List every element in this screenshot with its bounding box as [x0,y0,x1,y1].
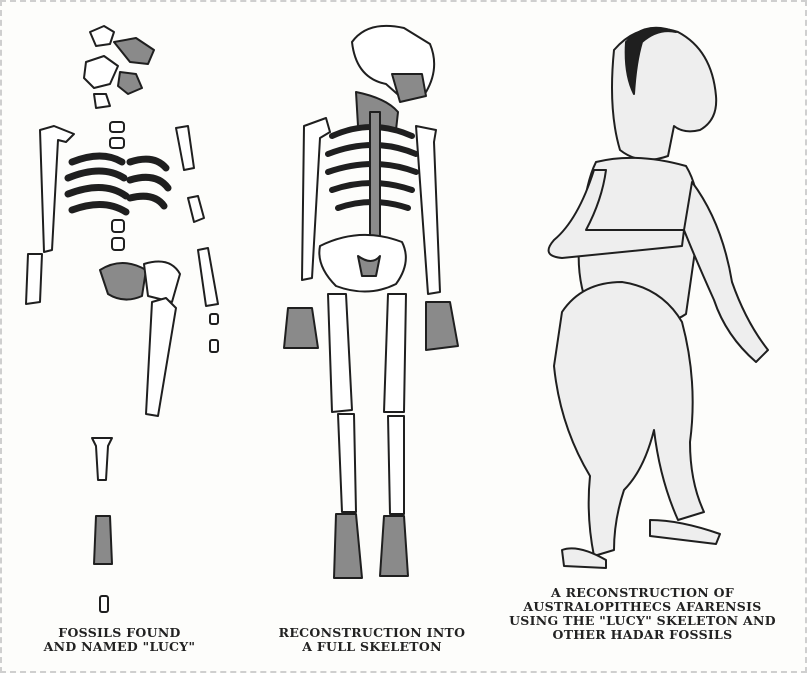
fossil-skull-fragments [84,26,154,108]
caption-line: USING THE "LUCY" SKELETON AND [490,614,795,628]
caption-line: RECONSTRUCTION INTO [257,626,487,640]
caption-full-skeleton: RECONSTRUCTION INTO A FULL SKELETON [257,626,487,654]
reconstructed-skeleton [284,26,458,578]
caption-line: FOSSILS FOUND [12,626,227,640]
caption-line: AND NAMED "LUCY" [12,640,227,654]
caption-line: A RECONSTRUCTION OF [490,586,795,600]
fossil-pelvis [100,262,180,302]
caption-line: AUSTRALOPITHECS AFARENSIS [490,600,795,614]
fossil-leg-bones [92,298,176,612]
caption-line: OTHER HADAR FOSSILS [490,628,795,642]
caption-fossils-found: FOSSILS FOUND AND NAMED "LUCY" [12,626,227,654]
caption-line: A FULL SKELETON [257,640,487,654]
caption-afarensis-reconstruction: A RECONSTRUCTION OF AUSTRALOPITHECS AFAR… [490,586,795,642]
fossil-ribs [68,156,168,212]
australopithecus-figure [549,28,768,568]
